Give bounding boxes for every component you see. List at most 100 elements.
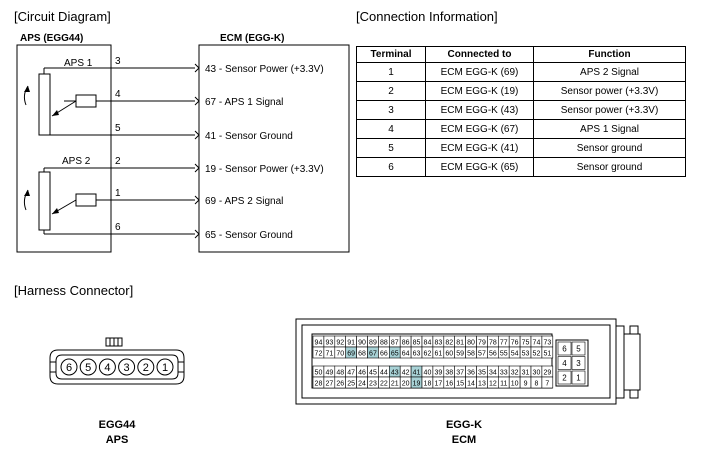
sensor2-label: APS 2: [62, 156, 91, 167]
egg44-name: EGG44: [99, 419, 137, 431]
eggk-side-pin-number: 3: [576, 359, 581, 368]
eggk-pin-number: 55: [500, 351, 508, 358]
ecm-box: [198, 44, 350, 253]
header-connected-to: Connected to: [425, 46, 534, 63]
eggk-pin-number: 74: [533, 340, 541, 347]
eggk-pin-number: 56: [489, 351, 497, 358]
eggk-pin-number: 19: [413, 381, 421, 388]
eggk-pin-number: 89: [369, 340, 377, 347]
wire-pin-label: 5: [115, 123, 121, 134]
eggk-pin-number: 91: [347, 340, 355, 347]
eggk-side-pin: [557, 341, 572, 356]
eggk-pin-number: 26: [336, 381, 344, 388]
cell-function: APS 2 Signal: [533, 62, 686, 82]
connection-info-title: [Connection Information]: [356, 9, 498, 24]
eggk-pin-number: 47: [347, 370, 355, 377]
cell-connected: ECM EGG-K (69): [425, 62, 534, 82]
eggk-side-pin: [571, 341, 586, 356]
egg44-pin: [79, 358, 97, 376]
eggk-pin-number: 58: [467, 351, 475, 358]
eggk-pin-number: 60: [445, 351, 453, 358]
eggk-side-pin-number: 6: [562, 345, 567, 354]
ecm-box-label: ECM (EGG-K): [220, 33, 284, 44]
cell-connected: ECM EGG-K (65): [425, 157, 534, 177]
cell-function: Sensor power (+3.3V): [533, 100, 686, 120]
eggk-pin-number: 39: [434, 370, 442, 377]
egg44-pin: [98, 358, 116, 376]
sensor2-element: [75, 193, 97, 207]
eggk-pin-number: 17: [434, 381, 442, 388]
eggk-pin-number: 75: [522, 340, 530, 347]
eggk-sub: ECM: [452, 434, 476, 446]
wire-pin-label: 3: [115, 56, 121, 67]
eggk-pin-number: 59: [456, 351, 464, 358]
eggk-pin-number: 62: [424, 351, 432, 358]
ecm-wire-label: 69 - APS 2 Signal: [205, 196, 283, 207]
eggk-pin-number: 64: [402, 351, 410, 358]
eggk-side-pin: [557, 356, 572, 370]
eggk-side-pin-number: 1: [576, 374, 581, 383]
egg44-sub: APS: [106, 434, 129, 446]
eggk-pin-number: 40: [424, 370, 432, 377]
eggk-pin-number: 54: [511, 351, 519, 358]
egg44-pin: [118, 358, 136, 376]
eggk-pin-number: 86: [402, 340, 410, 347]
eggk-side-pin: [571, 370, 586, 385]
eggk-pin-number: 73: [543, 340, 551, 347]
egg44-pin-number: 2: [143, 362, 149, 374]
cell-function: Sensor ground: [533, 157, 686, 177]
header-terminal: Terminal: [356, 46, 426, 63]
eggk-name: EGG-K: [446, 419, 482, 431]
eggk-pin-number: 8: [534, 381, 538, 388]
eggk-pin-number: 85: [413, 340, 421, 347]
wire-pin-label: 2: [115, 156, 121, 167]
wire-pin-label: 1: [115, 188, 121, 199]
eggk-pin-number: 23: [369, 381, 377, 388]
eggk-pin-number: 28: [315, 381, 323, 388]
eggk-pin-number: 22: [380, 381, 388, 388]
eggk-pin-number: 80: [467, 340, 475, 347]
eggk-pin-number: 37: [456, 370, 464, 377]
cell-connected: ECM EGG-K (43): [425, 100, 534, 120]
cell-connected: ECM EGG-K (19): [425, 81, 534, 101]
eggk-pin-number: 12: [489, 381, 497, 388]
eggk-pin-number: 10: [511, 381, 519, 388]
eggk-pin-number: 31: [522, 370, 530, 377]
eggk-pin-number: 27: [325, 381, 333, 388]
eggk-pin-number: 13: [478, 381, 486, 388]
eggk-pin-number: 51: [543, 351, 551, 358]
eggk-pin-number: 16: [445, 381, 453, 388]
ecm-wire-label: 19 - Sensor Power (+3.3V): [205, 164, 324, 175]
eggk-pin-number: 20: [402, 381, 410, 388]
eggk-pin-number: 88: [380, 340, 388, 347]
eggk-pin-number: 41: [413, 370, 421, 377]
eggk-pin-number: 65: [391, 351, 399, 358]
cell-terminal: 5: [356, 138, 426, 158]
eggk-pin-number: 57: [478, 351, 486, 358]
eggk-pin-number: 35: [478, 370, 486, 377]
eggk-pin-number: 14: [467, 381, 475, 388]
eggk-pin-number: 63: [413, 351, 421, 358]
table-header-row: Terminal Connected to Function: [356, 46, 686, 63]
egg44-pin-number: 6: [66, 362, 72, 374]
sensor1-resistor: [38, 73, 51, 136]
eggk-pin-number: 30: [533, 370, 541, 377]
eggk-pin-number: 70: [336, 351, 344, 358]
sensor1-label: APS 1: [64, 58, 93, 69]
circuit-diagram-title: [Circuit Diagram]: [14, 9, 111, 24]
eggk-pin: [541, 376, 554, 389]
eggk-pin-number: 49: [325, 370, 333, 377]
header-function: Function: [533, 46, 686, 63]
egg44-pin-number: 4: [104, 362, 110, 374]
aps-box: [16, 44, 112, 253]
eggk-pin-number: 92: [336, 340, 344, 347]
eggk-pin-number: 45: [369, 370, 377, 377]
eggk-pin-number: 24: [358, 381, 366, 388]
ecm-wire-label: 41 - Sensor Ground: [205, 131, 293, 142]
